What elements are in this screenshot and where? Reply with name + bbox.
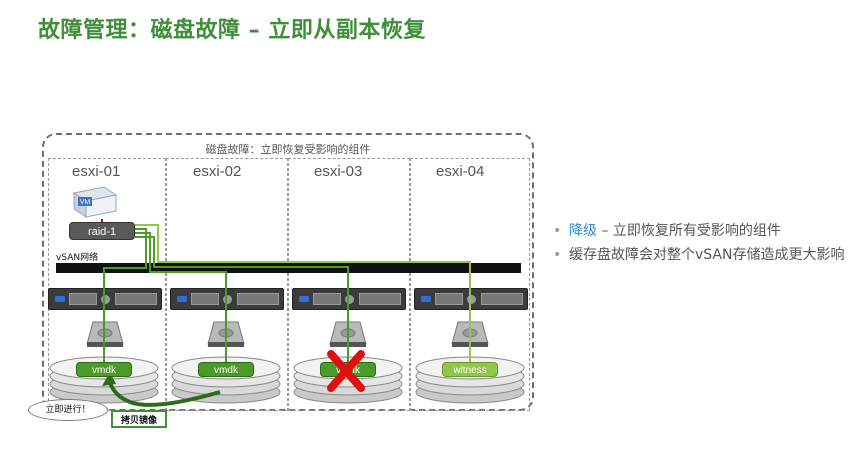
raid-1-object: raid-1: [69, 222, 135, 240]
bullet-item-degraded: • 降级 – 立即恢复所有受影响的组件: [553, 222, 853, 240]
host-label-esxi-04: esxi-04: [436, 163, 485, 180]
bullet-dot-icon: •: [553, 247, 562, 263]
copy-mirror-callout: 拷贝镜像: [111, 410, 167, 428]
failure-x-icon: [327, 350, 365, 392]
bullet-text-degraded: – 立即恢复所有受影响的组件: [597, 223, 781, 239]
host-column-3: [288, 158, 410, 411]
bullet-accent-degraded: 降级: [569, 223, 597, 239]
vmdk-label-esxi-02: vmdk: [198, 362, 254, 377]
vsan-network-label: vSAN网络: [56, 253, 99, 263]
vm-badge: [78, 197, 92, 206]
vm-badge-label: VM: [80, 199, 91, 206]
host-column-4: [410, 158, 530, 411]
host-label-esxi-01: esxi-01: [72, 163, 121, 180]
cluster-label: 磁盘故障：立即恢复受影响的组件: [205, 143, 371, 156]
host-label-esxi-02: esxi-02: [193, 163, 242, 180]
bullet-dot-icon: •: [553, 223, 562, 239]
host-label-esxi-03: esxi-03: [314, 163, 363, 180]
vmdk-label-esxi-01: vmdk: [76, 362, 132, 377]
bullet-item-cache-failure: • 缓存盘故障会对整个vSAN存储造成更大影响: [553, 246, 853, 264]
bullet-list: • 降级 – 立即恢复所有受影响的组件 • 缓存盘故障会对整个vSAN存储造成更…: [553, 222, 853, 270]
vm-icon: VM: [72, 186, 118, 218]
immediate-callout: 立即进行！: [28, 399, 108, 421]
bullet-text-cache-failure: 缓存盘故障会对整个vSAN存储造成更大影响: [569, 247, 845, 263]
witness-label-esxi-04: witness: [442, 362, 498, 377]
page-title: 故障管理：磁盘故障 – 立即从副本恢复: [38, 18, 426, 43]
host-column-2: [166, 158, 288, 411]
